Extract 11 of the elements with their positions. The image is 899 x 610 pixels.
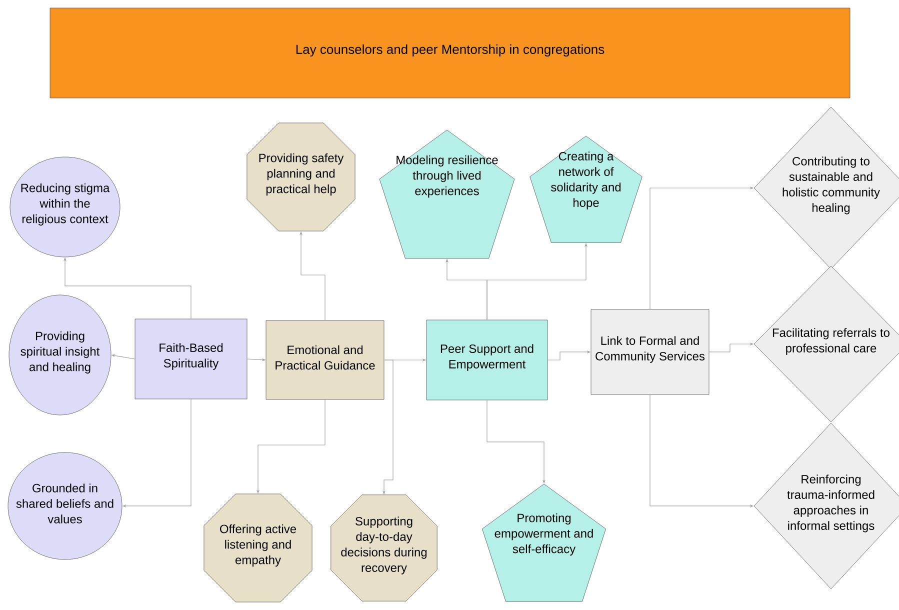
octagon: Offering active listening and empathy <box>204 494 312 602</box>
process-box: Faith-Based Spirituality <box>134 318 248 400</box>
process-box: Link to Formal and Community Services <box>590 309 710 395</box>
title-banner: Lay counselors and peer Mentorship in congregations <box>50 8 850 98</box>
pentagon: Creating a network of solidarity and hope <box>530 136 642 243</box>
process-box: Emotional and Practical Guidance <box>266 320 384 400</box>
pentagon: Promoting empowerment and self-efficacy <box>482 484 606 602</box>
octagon: Supporting day-to-day decisions during recovery <box>330 494 438 602</box>
process-box: Peer Support and Empowerment <box>426 320 548 400</box>
pentagon: Modeling resilience through lived experiences <box>379 130 515 259</box>
octagon: Providing safety planning and practical help <box>246 122 356 232</box>
